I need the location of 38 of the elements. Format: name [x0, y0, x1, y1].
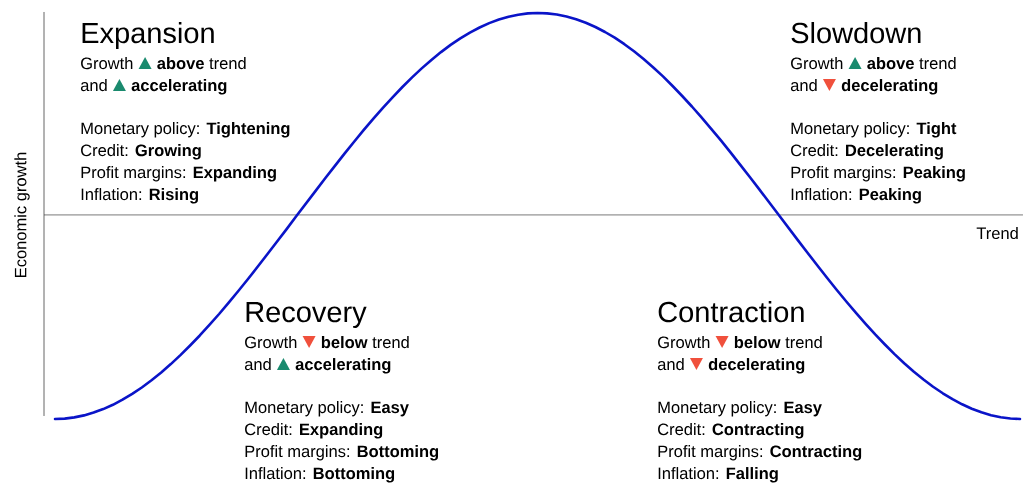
text: Credit: Decelerating [791, 144, 943, 160]
text: decelerating [708, 358, 805, 374]
text: Credit: Growing [81, 144, 201, 160]
text: and [790, 79, 817, 92]
text: above trend [157, 57, 246, 70]
text: Credit: Expanding [245, 423, 383, 439]
phase-heading: Expansion [82, 22, 214, 49]
text: and [80, 79, 107, 92]
text: Profit margins: Peaking [791, 166, 965, 182]
text: Growth [245, 336, 297, 349]
text: Inflation: Peaking [791, 188, 921, 204]
text: Inflation: Bottoming [245, 467, 395, 483]
text: decelerating [841, 79, 938, 95]
text: Inflation: Rising [81, 188, 198, 204]
text: Profit margins: Contracting [658, 445, 862, 461]
phase-heading: Slowdown [791, 22, 921, 44]
text: Monetary policy: Tightening [81, 122, 290, 138]
text: Monetary policy: Tight [791, 122, 957, 138]
text: Profit margins: Expanding [81, 166, 276, 182]
text: Growth [791, 57, 843, 70]
trend-label: Trend [976, 226, 1018, 240]
axis-title: Economic growth [14, 152, 30, 277]
text: Profit margins: Bottoming [245, 445, 439, 461]
text: accelerating [295, 358, 391, 374]
text: Growth [658, 336, 710, 349]
phase-heading: Recovery [246, 302, 367, 328]
text: and [657, 358, 684, 371]
text: Growth [81, 57, 133, 70]
text: Monetary policy: Easy [245, 401, 409, 417]
text: below trend [321, 336, 409, 349]
text: Credit: Contracting [658, 423, 804, 439]
text: below trend [734, 336, 822, 349]
text: above trend [867, 57, 956, 70]
text: accelerating [131, 79, 227, 95]
phase-heading: Contraction [658, 301, 804, 323]
text: and [244, 358, 271, 371]
text: Inflation: Falling [658, 467, 778, 483]
text: Monetary policy: Easy [658, 401, 822, 417]
